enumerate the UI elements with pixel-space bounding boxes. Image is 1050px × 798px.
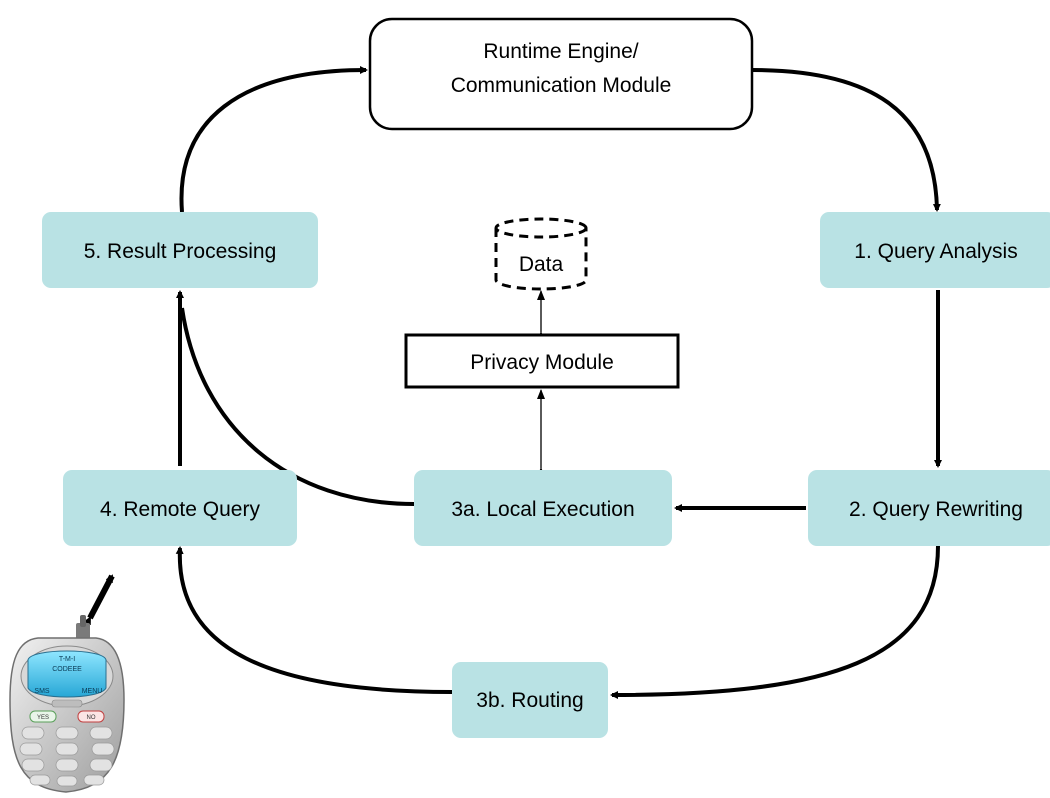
- step-routing: 3b. Routing: [452, 662, 608, 738]
- phone-soft-left: SMS: [34, 688, 50, 695]
- arrow-routing-to-remote: [175, 546, 453, 694]
- step-remote-query: 4. Remote Query: [63, 470, 297, 546]
- engine-title-line2: Communication Module: [451, 74, 672, 97]
- phone-no-key: NO: [87, 715, 96, 721]
- privacy-module-node: Privacy Module: [404, 333, 680, 389]
- step-routing-label: 3b. Routing: [476, 689, 583, 712]
- step-local-execution-label: 3a. Local Execution: [451, 498, 634, 521]
- step-remote-query-label: 4. Remote Query: [100, 498, 260, 521]
- connectors: [83, 66, 942, 699]
- arrow-rewriting-to-routing: [610, 545, 940, 699]
- arrow-phone-remote: [83, 574, 115, 626]
- engine-title-line1: Runtime Engine/: [483, 40, 638, 63]
- step-query-analysis: 1. Query Analysis: [820, 212, 1050, 288]
- data-label: Data: [519, 253, 564, 276]
- phone-soft-right: MENU: [82, 688, 103, 695]
- step-query-rewriting: 2. Query Rewriting: [808, 470, 1050, 546]
- privacy-module-label: Privacy Module: [470, 351, 614, 374]
- phone-yes-key: YES: [37, 715, 49, 721]
- arrow-engine-to-analysis: [751, 68, 941, 212]
- runtime-engine-node: Runtime Engine/ Communication Module: [368, 17, 754, 131]
- phone-carrier-text: T-M-I: [59, 656, 75, 663]
- step-query-rewriting-label: 2. Query Rewriting: [849, 498, 1023, 521]
- mobile-phone-icon: T-M-I CODEEE SMS MENU YES NO: [9, 615, 125, 793]
- step-result-processing-label: 5. Result Processing: [84, 240, 277, 263]
- arrow-local-to-result: [180, 307, 415, 506]
- step-query-analysis-label: 1. Query Analysis: [854, 240, 1017, 263]
- arrow-result-to-engine: [179, 66, 368, 213]
- step-result-processing: 5. Result Processing: [42, 212, 318, 288]
- phone-display-name: CODEEE: [52, 666, 82, 673]
- data-store-icon: Data: [494, 217, 588, 291]
- step-local-execution: 3a. Local Execution: [414, 470, 672, 546]
- phone-keypad: [19, 726, 115, 787]
